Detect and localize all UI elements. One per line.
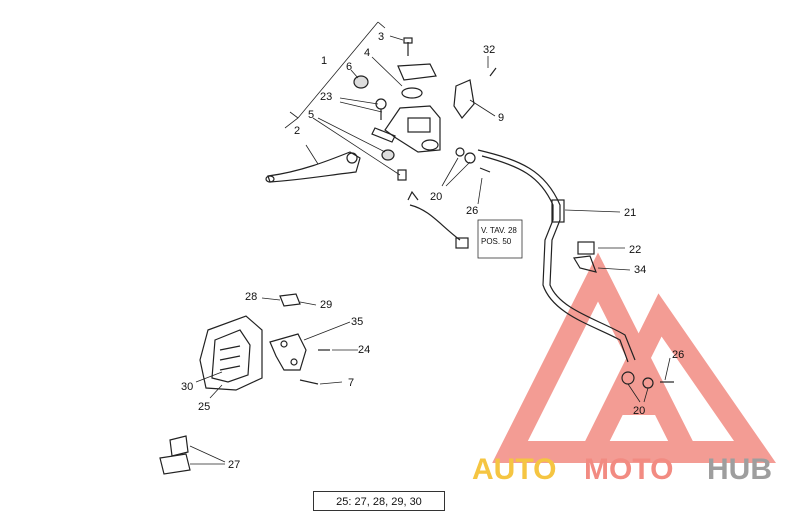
callout-27: 27	[228, 459, 240, 471]
callout-3: 3	[378, 31, 384, 43]
callout-2: 2	[294, 125, 300, 137]
callout-25: 25	[198, 401, 210, 413]
brake-hose	[477, 149, 636, 361]
callout-9: 9	[498, 112, 504, 124]
callout-1: 1	[321, 55, 327, 67]
mirror-bracket	[453, 79, 475, 119]
callout-29: 29	[320, 299, 332, 311]
callout-6: 6	[346, 61, 352, 73]
callout-24: 24	[358, 344, 370, 356]
brake-caliper	[199, 315, 263, 391]
callout-21: 21	[624, 207, 636, 219]
callout-28: 28	[245, 291, 257, 303]
callout-22: 22	[629, 244, 641, 256]
callout-30: 30	[181, 381, 193, 393]
master-cylinder	[371, 105, 441, 153]
callout-34: 34	[634, 264, 646, 276]
watermark-part1: AUTO	[472, 453, 556, 486]
callout-20-bottom: 20	[633, 405, 645, 417]
callout-7: 7	[348, 377, 354, 389]
callout-26-top: 26	[466, 205, 478, 217]
watermark-part2: MOTO	[584, 453, 673, 486]
callout-20-top: 20	[430, 191, 442, 203]
callout-5: 5	[308, 109, 314, 121]
reference-box-line2: POS. 50	[481, 237, 512, 246]
watermark-part3: HUB	[707, 453, 772, 486]
watermark-logo-icon	[492, 252, 777, 463]
callout-32: 32	[483, 44, 495, 56]
callout-4: 4	[364, 47, 370, 59]
kit-note: 25: 27, 28, 29, 30	[313, 491, 445, 511]
callout-23: 23	[320, 91, 332, 103]
callout-35: 35	[351, 316, 363, 328]
brake-lever	[265, 151, 361, 183]
caliper-bracket	[269, 333, 307, 371]
reservoir-cap	[397, 63, 437, 81]
callout-26-bottom: 26	[672, 349, 684, 361]
reference-box-line1: V. TAV. 28	[481, 226, 517, 235]
